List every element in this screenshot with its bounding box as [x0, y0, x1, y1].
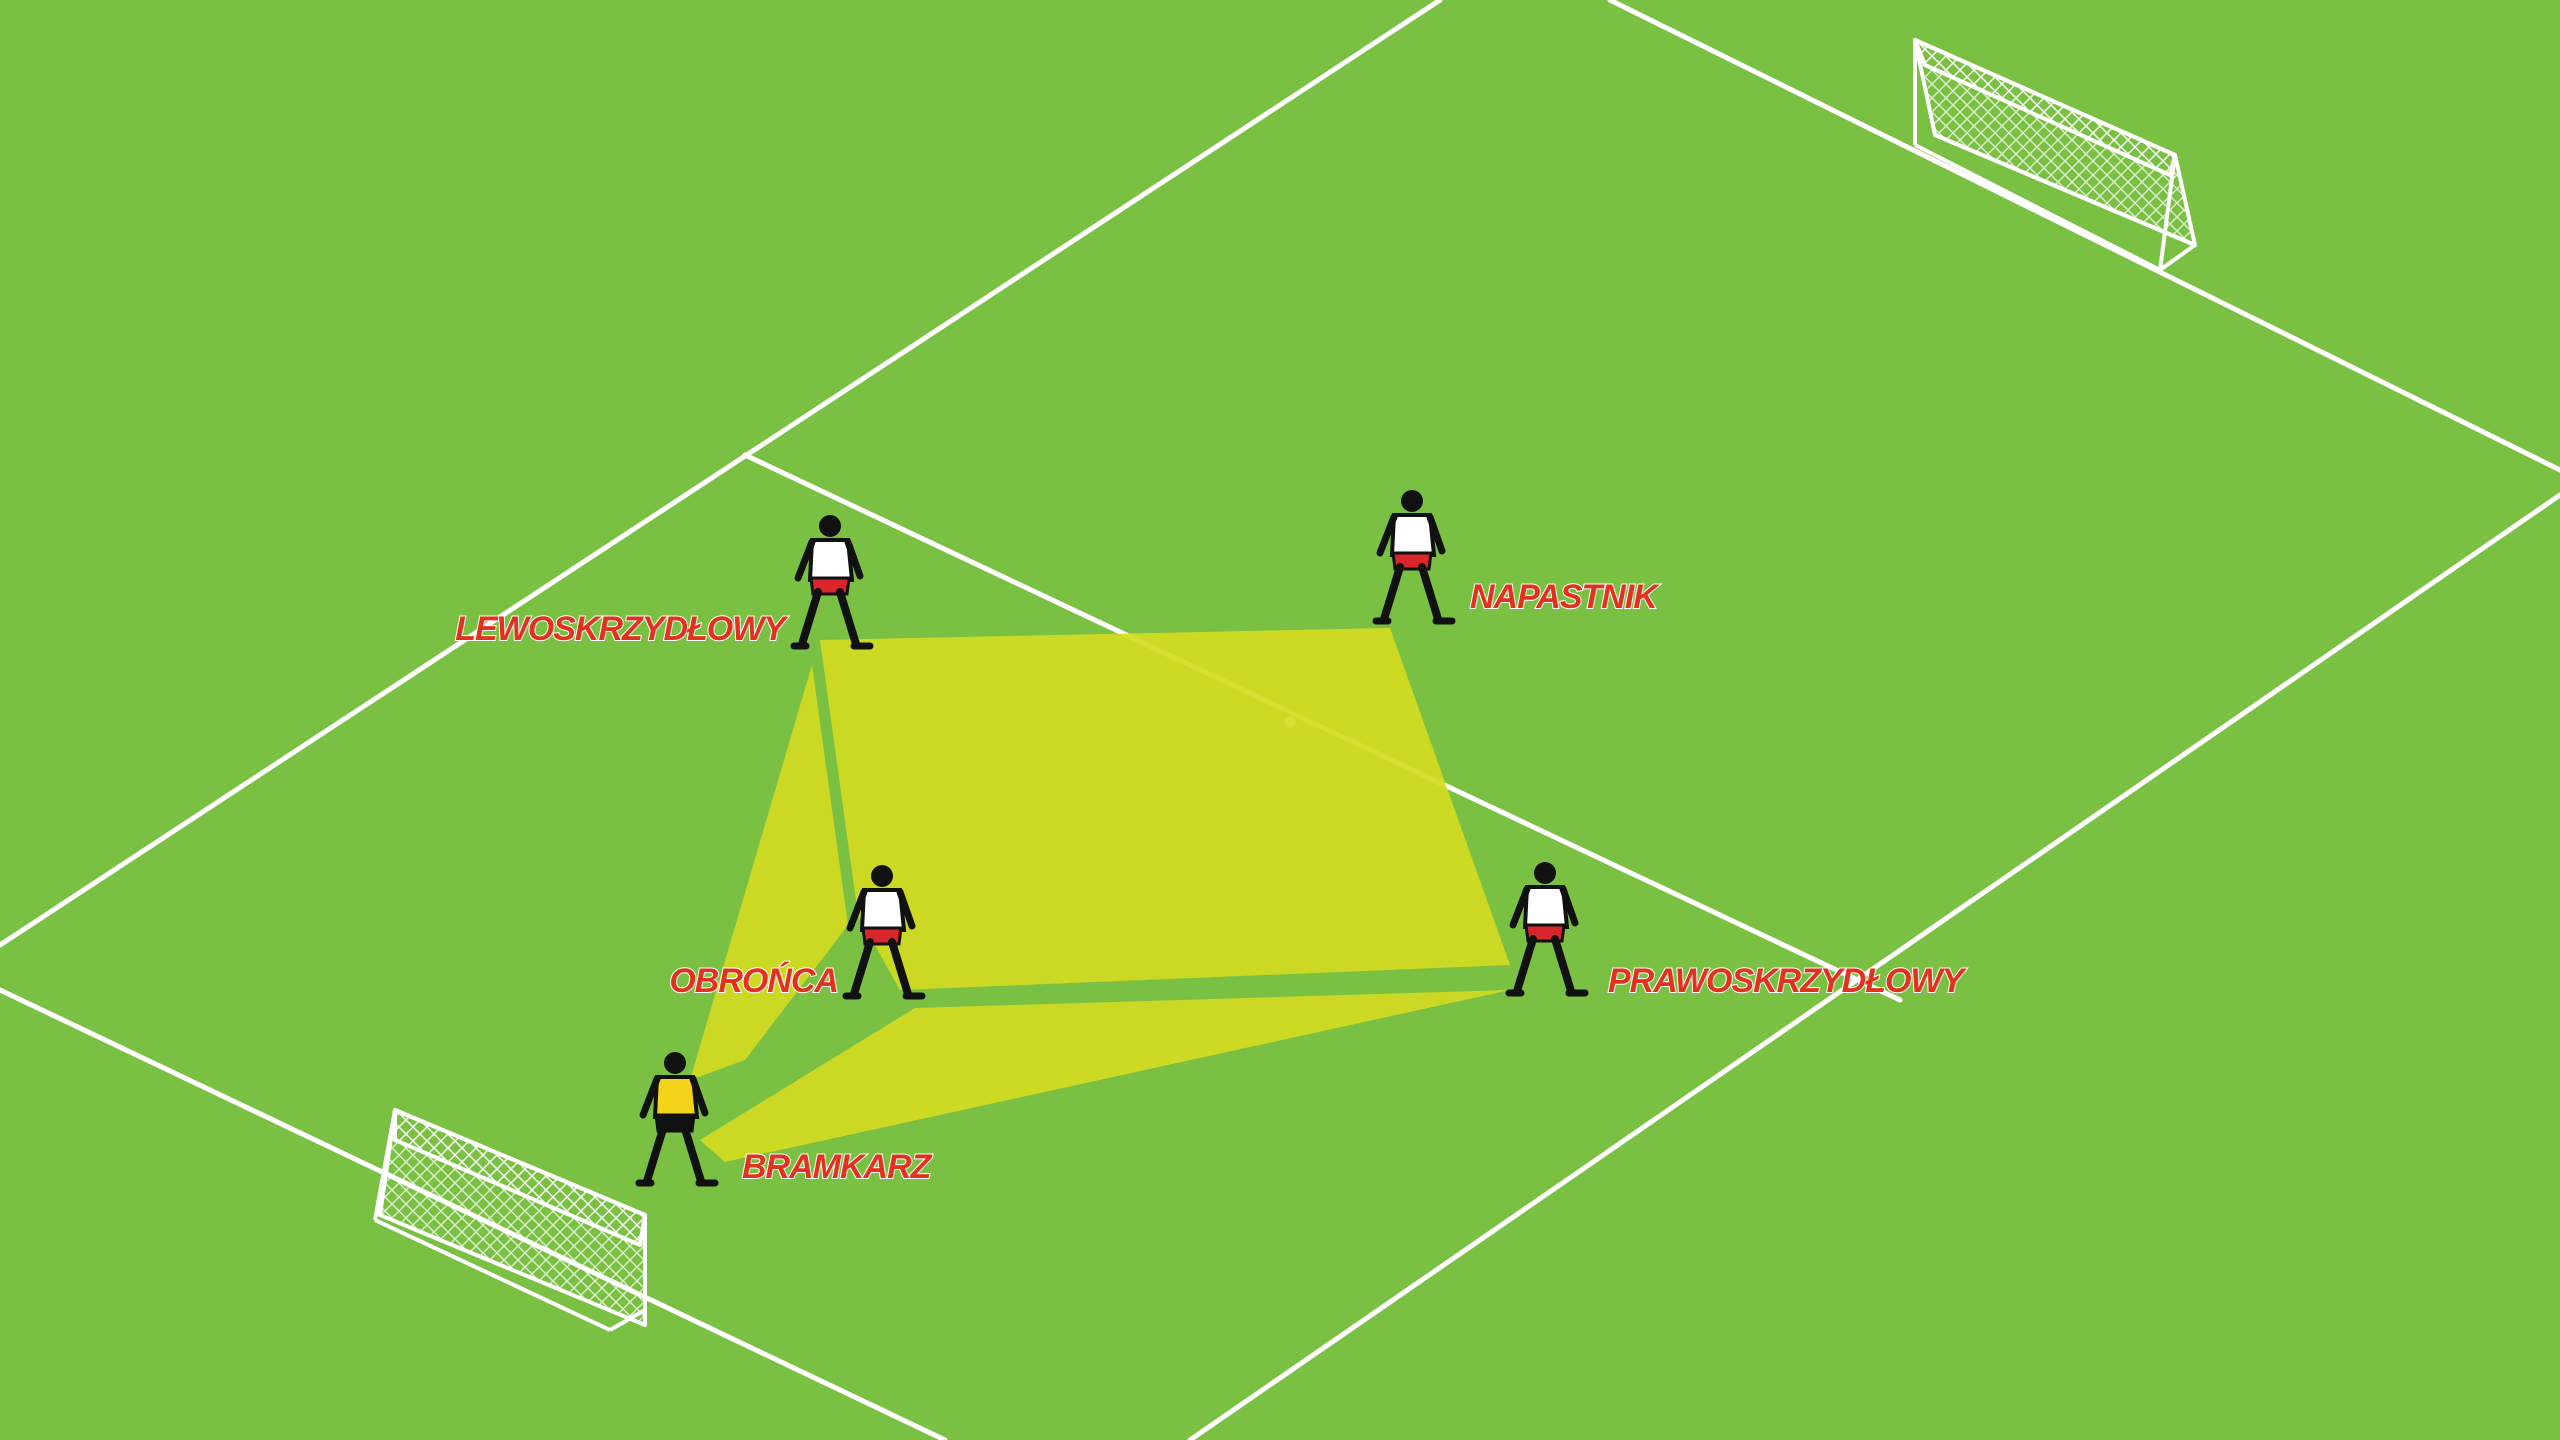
label-left-winger: LEWOSKRZYDŁOWY: [455, 610, 789, 648]
label-defender: OBROŃCA: [669, 962, 838, 1000]
zone-upper: [820, 628, 1510, 990]
label-striker: NAPASTNIK: [1470, 578, 1660, 616]
label-goalkeeper: BRAMKARZ: [742, 1148, 933, 1186]
label-right-winger: PRAWOSKRZYDŁOWY: [1608, 962, 1968, 1000]
